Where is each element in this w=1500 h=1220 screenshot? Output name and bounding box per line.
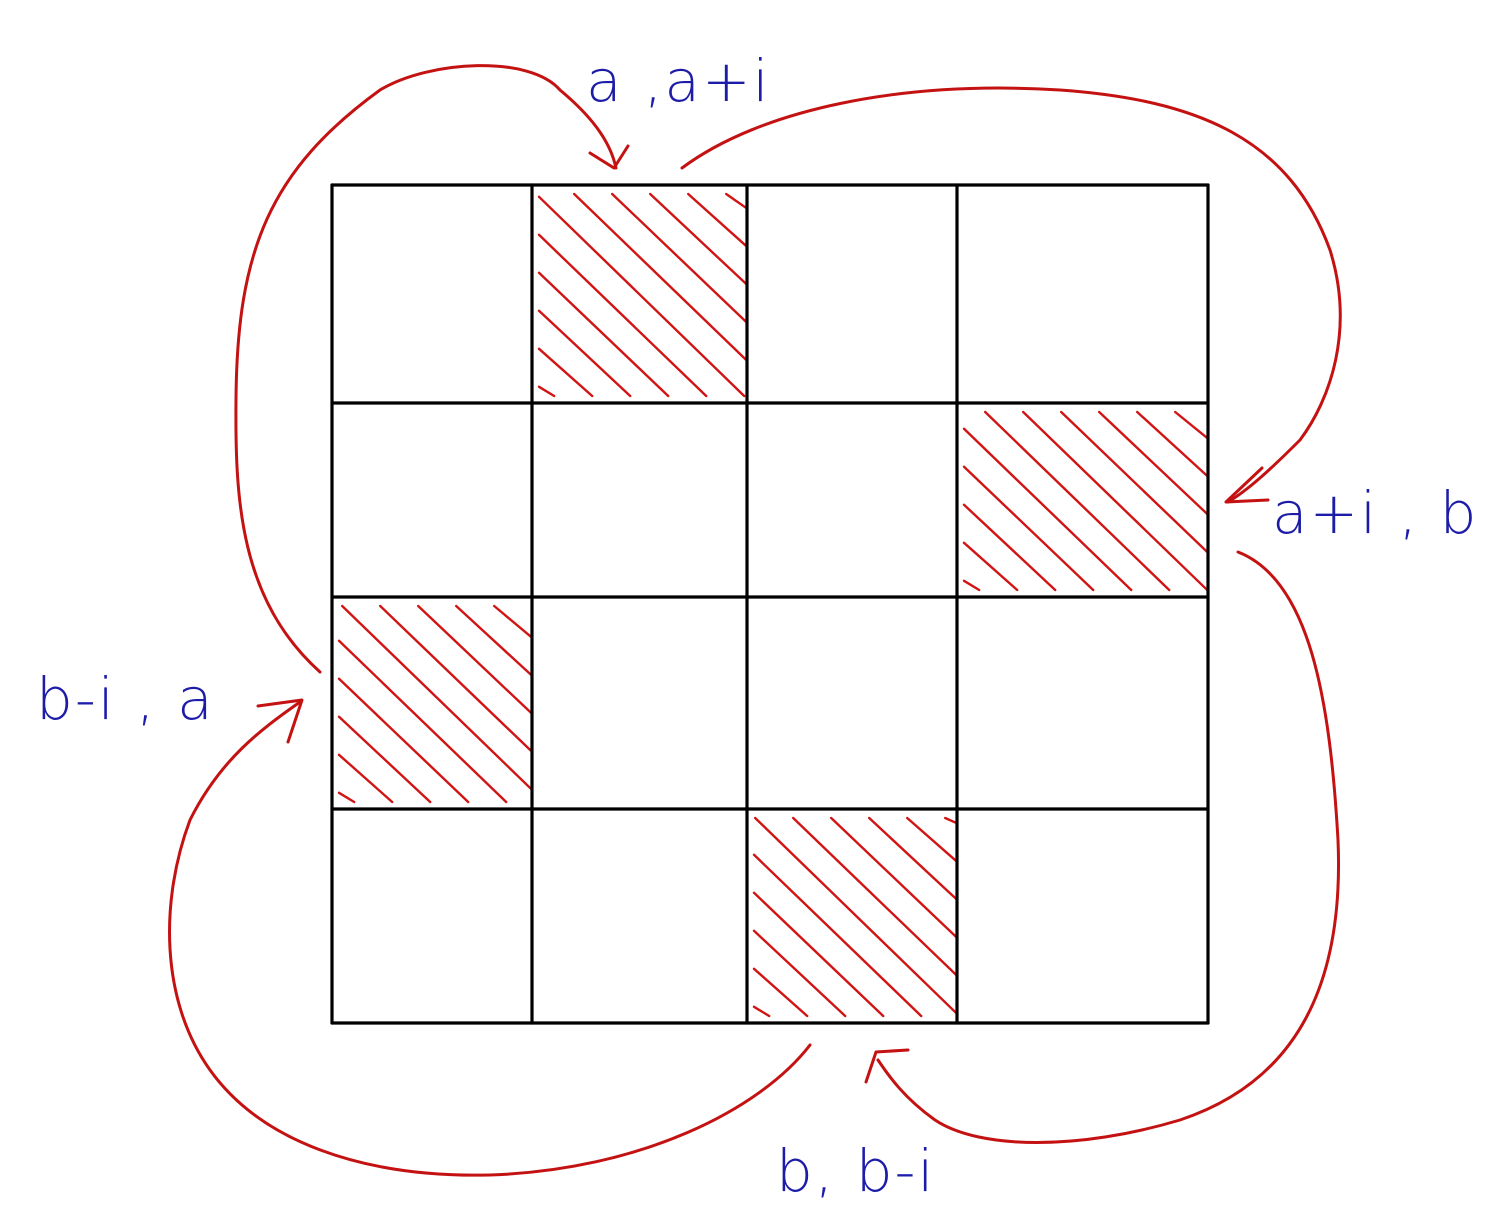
hatch-stroke bbox=[573, 192, 748, 361]
hatch-stroke bbox=[752, 891, 885, 1018]
hatch-stroke bbox=[537, 309, 632, 398]
hatch-stroke bbox=[537, 233, 708, 398]
hatch-stroke bbox=[962, 541, 1019, 592]
arrow-right-to-bottom bbox=[876, 550, 1341, 1144]
hatch-stroke bbox=[752, 1005, 771, 1018]
arrow-bottom-to-left bbox=[168, 700, 812, 1177]
hatch-stroke bbox=[649, 192, 748, 285]
hatch-stroke bbox=[1059, 410, 1209, 553]
hatch-stroke bbox=[537, 347, 594, 398]
rotation-arrows bbox=[168, 64, 1342, 1177]
hatch-stroke bbox=[906, 816, 958, 862]
shaded-cell bbox=[337, 604, 533, 804]
hatch-stroke bbox=[341, 604, 533, 790]
hatch-stroke bbox=[1135, 410, 1209, 477]
hatch-stroke bbox=[752, 929, 847, 1018]
hatch-stroke bbox=[537, 195, 746, 398]
hatch-stroke bbox=[962, 427, 1133, 592]
hatch-stroke bbox=[417, 604, 533, 714]
hatch-stroke bbox=[611, 192, 748, 323]
shaded-cell bbox=[962, 410, 1209, 592]
hatch-stroke bbox=[1097, 410, 1209, 515]
hatch-stroke bbox=[1173, 410, 1209, 439]
hatch-stroke bbox=[752, 853, 923, 1018]
hatch-stroke bbox=[962, 579, 981, 592]
hatch-stroke bbox=[337, 753, 394, 804]
hatch-stroke bbox=[337, 677, 470, 804]
hatch-stroke bbox=[537, 271, 670, 398]
left-label: b-i , a bbox=[36, 665, 215, 733]
hatch-stroke bbox=[493, 604, 533, 638]
hatch-stroke bbox=[337, 639, 508, 804]
hatch-stroke bbox=[962, 503, 1057, 592]
hatch-stroke bbox=[830, 816, 958, 938]
hatch-stroke bbox=[337, 791, 356, 804]
arrow-head-left bbox=[256, 698, 304, 744]
shaded-cell bbox=[537, 192, 748, 398]
hatch-stroke bbox=[984, 410, 1171, 592]
right-label: a+i , b bbox=[1272, 479, 1479, 547]
hatch-stroke bbox=[337, 715, 432, 804]
arrow-left-to-top bbox=[234, 64, 618, 674]
bottom-label: b, b-i bbox=[776, 1137, 936, 1205]
hatch-stroke bbox=[754, 816, 958, 1014]
hatch-stroke bbox=[455, 604, 533, 676]
hatch-stroke bbox=[962, 465, 1095, 592]
shaded-cell bbox=[752, 816, 958, 1018]
arrow-head-bottom bbox=[864, 1048, 910, 1084]
arrow-head-right bbox=[1224, 466, 1270, 504]
hatch-stroke bbox=[379, 604, 533, 752]
arrow-head-top bbox=[588, 144, 630, 170]
hatch-stroke bbox=[687, 192, 748, 248]
hatch-stroke bbox=[944, 816, 958, 824]
hatch-stroke bbox=[752, 967, 809, 1018]
top-label: a ,a+i bbox=[586, 47, 771, 115]
arrow-top-to-right bbox=[680, 86, 1342, 504]
square-grid bbox=[330, 183, 1210, 1025]
hatch-stroke bbox=[792, 816, 958, 976]
hatch-stroke bbox=[1022, 410, 1209, 591]
hatch-stroke bbox=[725, 192, 748, 210]
shaded-cells bbox=[337, 192, 1209, 1018]
hatch-stroke bbox=[537, 385, 556, 398]
hatch-stroke bbox=[868, 816, 958, 900]
